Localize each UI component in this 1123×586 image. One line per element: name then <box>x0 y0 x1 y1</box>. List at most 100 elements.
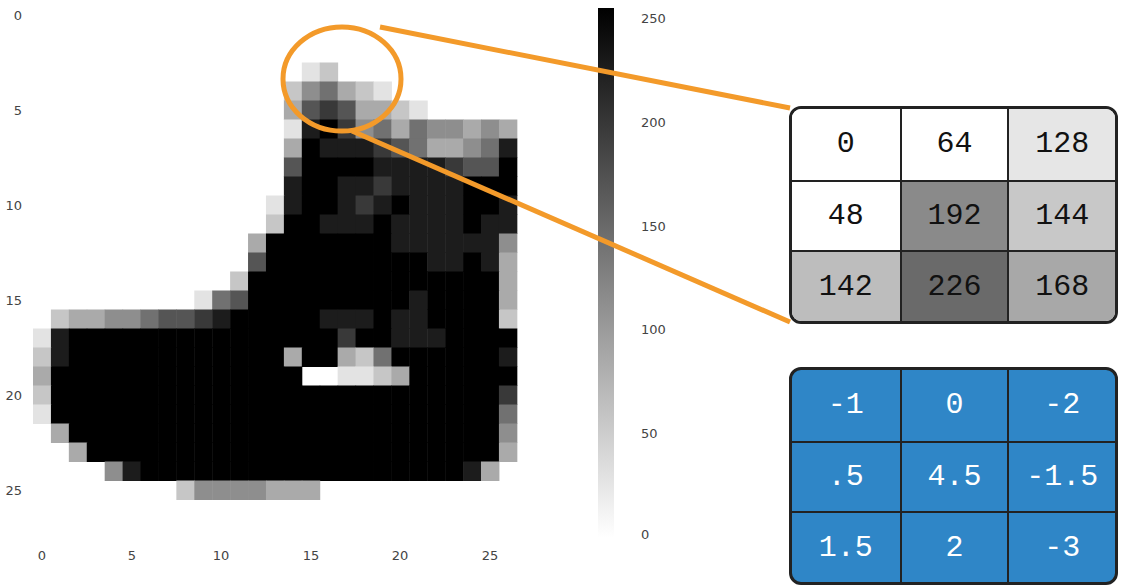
pixel <box>230 367 248 387</box>
pixel <box>284 443 302 463</box>
pixel <box>320 215 338 235</box>
pixel <box>194 310 212 330</box>
pixel <box>248 386 266 406</box>
pixel <box>51 405 69 425</box>
pixel <box>141 443 159 463</box>
pixel <box>373 348 391 368</box>
pixel <box>373 196 391 216</box>
pixel <box>427 120 445 140</box>
table-cell: .5 <box>792 441 900 512</box>
pixel <box>284 291 302 311</box>
pixel <box>445 329 463 349</box>
pixel <box>248 348 266 368</box>
pixel <box>284 120 302 140</box>
cell-value: .5 <box>828 460 864 494</box>
pixel <box>391 386 409 406</box>
pixel <box>69 329 87 349</box>
pixel <box>230 272 248 292</box>
pixel <box>499 405 517 425</box>
table-cell: 0 <box>792 109 900 180</box>
colorbar-label: 250 <box>641 12 666 25</box>
pixel <box>266 348 284 368</box>
pixel <box>194 367 212 387</box>
pixel <box>338 101 356 121</box>
pixel <box>302 329 320 349</box>
pixel <box>33 367 51 387</box>
pixel <box>105 405 123 425</box>
pixel <box>69 348 87 368</box>
pixel <box>356 462 374 482</box>
cell-value: -2 <box>1044 388 1080 422</box>
pixel <box>499 310 517 330</box>
pixel <box>302 386 320 406</box>
colorbar-label: 100 <box>641 323 666 336</box>
pixel <box>158 424 176 444</box>
pixel <box>320 386 338 406</box>
pixel <box>158 367 176 387</box>
axis-tick-label: 20 <box>392 549 409 562</box>
pixel <box>338 348 356 368</box>
pixel <box>302 82 320 102</box>
zoom-line <box>352 131 790 322</box>
cell-value: 192 <box>927 199 981 233</box>
pixel <box>427 234 445 254</box>
cell-value: 226 <box>927 270 981 304</box>
pixel <box>176 329 194 349</box>
pixel <box>87 386 105 406</box>
pixel <box>158 386 176 406</box>
axis-tick-label: 5 <box>14 104 22 117</box>
pixel <box>445 234 463 254</box>
pixel <box>481 329 499 349</box>
pixel <box>356 424 374 444</box>
pixel <box>463 367 481 387</box>
pixel <box>87 443 105 463</box>
pixel <box>373 291 391 311</box>
pixel <box>87 348 105 368</box>
axis-tick-label: 5 <box>128 549 136 562</box>
pixel <box>427 405 445 425</box>
pixel <box>356 386 374 406</box>
pixel <box>499 215 517 235</box>
pixel <box>409 405 427 425</box>
pixel <box>69 367 87 387</box>
zoom-circle <box>283 27 401 131</box>
pixel <box>481 215 499 235</box>
colorbar-label: 0 <box>641 528 649 541</box>
pixel <box>338 424 356 444</box>
pixel <box>391 329 409 349</box>
pixel <box>212 462 230 482</box>
pixel <box>284 272 302 292</box>
pixel <box>123 424 141 444</box>
pixel <box>499 367 517 387</box>
pixel <box>302 63 320 83</box>
pixel <box>230 424 248 444</box>
pixel <box>427 367 445 387</box>
pixel <box>445 405 463 425</box>
pixel <box>176 424 194 444</box>
pixel <box>212 386 230 406</box>
pixel <box>105 329 123 349</box>
axis-tick-label: 15 <box>5 294 22 307</box>
pixel <box>356 405 374 425</box>
pixel <box>284 310 302 330</box>
axis-tick-label: 25 <box>482 549 499 562</box>
pixel <box>499 120 517 140</box>
pixel <box>391 177 409 197</box>
pixel <box>51 348 69 368</box>
pixel <box>194 291 212 311</box>
cell-value: 48 <box>828 199 864 233</box>
pixel <box>338 272 356 292</box>
pixel <box>463 462 481 482</box>
pixel <box>302 196 320 216</box>
pixel <box>320 291 338 311</box>
pixel <box>320 462 338 482</box>
pixel <box>284 386 302 406</box>
pixel <box>194 405 212 425</box>
pixel <box>409 253 427 273</box>
pixel <box>266 462 284 482</box>
cell-value: 0 <box>945 388 963 422</box>
pixel <box>463 120 481 140</box>
pixel <box>356 158 374 178</box>
pixel <box>248 481 266 501</box>
pixel <box>230 443 248 463</box>
